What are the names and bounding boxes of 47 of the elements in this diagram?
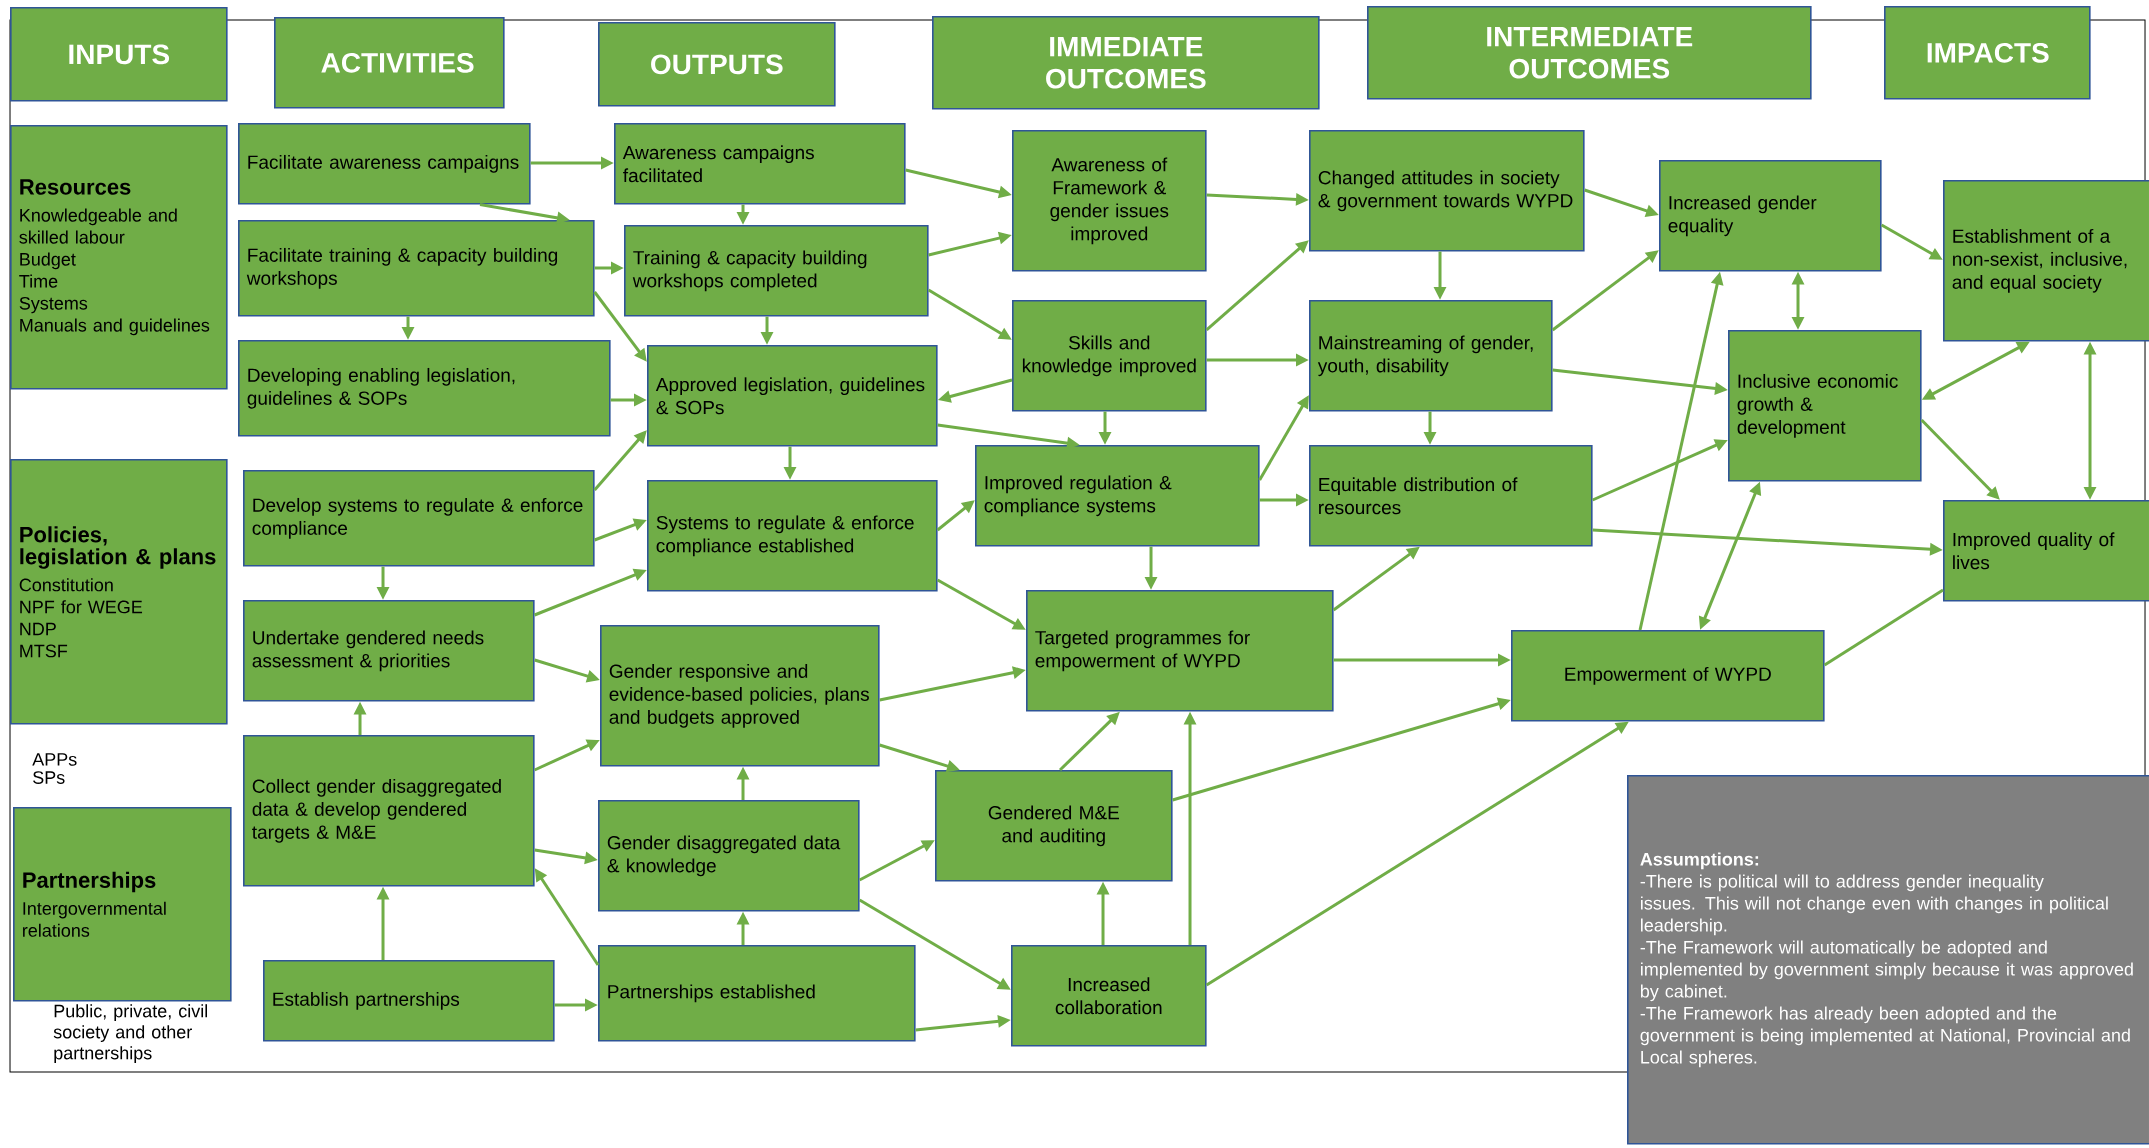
process-box: Mainstreaming of gender, youth, disability — [1309, 300, 1553, 412]
process-box: Training & capacity building workshops completed — [624, 225, 929, 317]
assumptions-box: Assumptions: -There is political will to address gender inequality issues. This will not change even with changes in political leadership. -The Framework will automatically be adopted and implemented by government simply because it was approved by cabinet. -The Framework has already been adopted and the government is being implemented at National, Provincial and Local spheres. — [1627, 775, 2149, 1145]
process-box: Awareness of Framework & gender issues improved — [1012, 130, 1207, 272]
process-box: Empowerment of WYPD — [1511, 630, 1825, 722]
connector-line — [1823, 588, 1944, 667]
process-box: Partnerships established — [598, 945, 916, 1042]
process-box: Facilitate awareness campaigns — [238, 123, 531, 205]
node-label: NPF for WEGE — [20, 600, 143, 614]
column-header: ACTIVITIES — [274, 17, 505, 109]
process-box: Targeted programmes for empowerment of WYPD — [1026, 590, 1334, 712]
node-label: Constitution — [19, 578, 113, 592]
process-box: Gender responsive and evidence-based policies, plans and budgets approved — [600, 625, 880, 767]
column-header: OUTPUTS — [598, 22, 836, 107]
process-box: Gender disaggregated data & knowledge — [598, 800, 860, 912]
process-box: Collect gender disaggregated data & develop gendered targets & M&E — [243, 735, 535, 887]
node-label: Policies, legislation & plans — [20, 526, 216, 569]
process-box: Facilitate training & capacity building workshops — [238, 220, 595, 317]
node-label: NDP — [20, 622, 56, 636]
process-box: Undertake gendered needs assessment & priorities — [243, 600, 535, 702]
process-box: Awareness campaigns facilitated — [614, 123, 906, 205]
process-box: Approved legislation, guidelines & SOPs — [647, 345, 938, 447]
input-box: Resources Knowledgeable and skilled labour Budget Time Systems Manuals and guidelines — [10, 125, 228, 390]
list-text: Public, private, civil society and other partnerships — [53, 1004, 207, 1063]
list-text: SPs — [33, 771, 65, 784]
process-box: Systems to regulate & enforce compliance established — [647, 480, 938, 592]
process-box: Inclusive economic growth & development — [1728, 330, 1922, 482]
column-header: INPUTS — [10, 7, 228, 102]
process-box: Establishment of a non-sexist, inclusive, and equal society — [1943, 180, 2149, 342]
column-header: IMMEDIATE OUTCOMES — [932, 16, 1320, 110]
process-box: Improved quality of lives — [1943, 500, 2149, 602]
node-label: MTSF — [20, 644, 68, 658]
input-box: Policies, legislation & plans Constitution NPF for WEGE NDP MTSF — [10, 459, 228, 725]
process-box: Changed attitudes in society & government towards WYPD — [1309, 130, 1585, 252]
process-box: Increased gender equality — [1659, 160, 1882, 272]
process-box: Equitable distribution of resources — [1309, 445, 1593, 547]
column-header: INTERMEDIATE OUTCOMES — [1367, 6, 1812, 100]
input-box: Partnerships Intergovernmental relations — [13, 807, 232, 1002]
process-box: Develop systems to regulate & enforce compliance — [243, 470, 595, 567]
process-box: Establish partnerships — [263, 960, 555, 1042]
process-box: Improved regulation & compliance systems — [975, 445, 1260, 547]
process-box: Developing enabling legislation, guidelines & SOPs — [238, 340, 611, 437]
process-box: Skills and knowledge improved — [1012, 300, 1207, 412]
process-box: Increased collaboration — [1011, 945, 1207, 1047]
column-header: IMPACTS — [1884, 6, 2091, 100]
process-box: Gendered M&E and auditing — [935, 770, 1173, 882]
list-text: APPs — [32, 753, 77, 766]
